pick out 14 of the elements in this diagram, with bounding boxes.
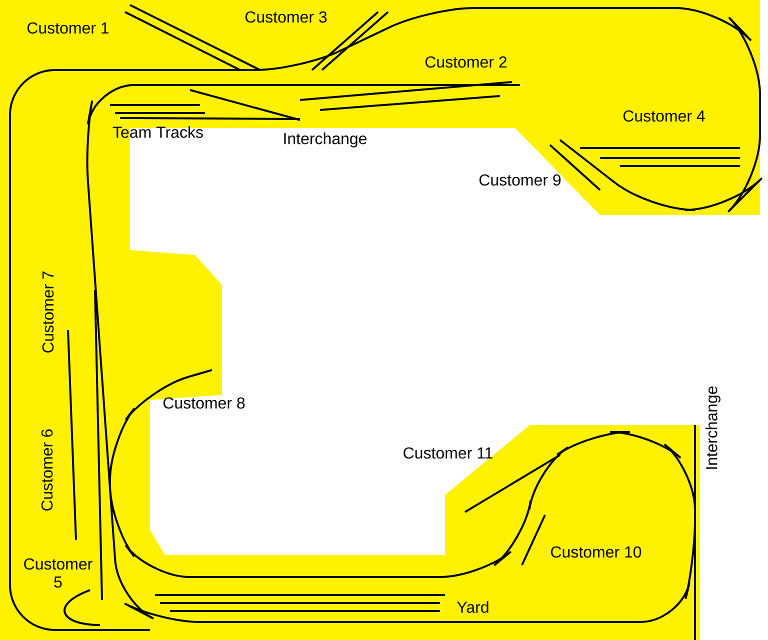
track-label: Interchange: [284, 132, 367, 148]
track-label: Customer 6: [41, 429, 53, 511]
track-label: Customer 2: [425, 56, 507, 68]
track-label: Yard: [457, 601, 488, 613]
track-label: Customer 9: [479, 174, 561, 186]
track-label: Customer 1: [27, 22, 109, 34]
track-label: Customer 3: [245, 11, 327, 23]
track-label: Customer 11: [404, 447, 492, 459]
track-label: Interchange: [706, 386, 720, 469]
track-label: Customer 8: [163, 397, 245, 409]
track-label: Customer 10: [551, 546, 642, 558]
track-label: Customer 4: [623, 110, 705, 122]
track-label: Customer 7: [42, 271, 54, 353]
track-label: Customer 5: [24, 558, 92, 588]
